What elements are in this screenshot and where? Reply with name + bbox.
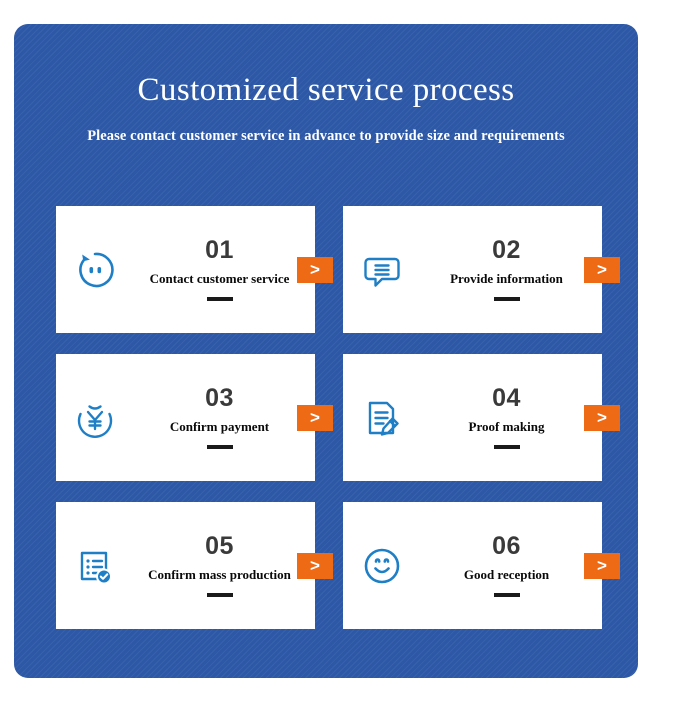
step-card-05[interactable]: 05 Confirm mass production >: [56, 502, 333, 629]
step-next-button[interactable]: >: [584, 552, 620, 579]
step-dash: [493, 444, 520, 449]
step-next-button[interactable]: >: [297, 404, 333, 431]
steps-grid: 01 Contact customer service >: [56, 206, 620, 629]
step-dash: [493, 592, 520, 597]
step-label: Provide information: [450, 271, 563, 287]
yuan-currency-circle-icon: [68, 391, 122, 445]
document-pencil-icon: [355, 391, 409, 445]
step-card-body: 04 Proof making: [411, 354, 602, 481]
step-label: Confirm payment: [169, 419, 270, 435]
step-number: 05: [205, 532, 234, 561]
step-next-button[interactable]: >: [297, 256, 333, 283]
step-card-body: 06 Good reception: [411, 502, 602, 629]
step-card-06[interactable]: 06 Good reception >: [343, 502, 620, 629]
step-number: 06: [492, 532, 521, 561]
step-dash: [206, 444, 233, 449]
steps-row: 01 Contact customer service >: [56, 206, 620, 333]
step-label: Confirm mass production: [148, 567, 291, 583]
checklist-check-badge-icon: [68, 539, 122, 593]
customer-service-face-icon: [68, 243, 122, 297]
page-title: Customized service process: [137, 72, 515, 108]
panel-header: Customized service process Please contac…: [14, 24, 638, 146]
step-card-body: 03 Confirm payment: [124, 354, 315, 481]
step-label: Proof making: [468, 419, 545, 435]
step-card-01[interactable]: 01 Contact customer service >: [56, 206, 333, 333]
step-number: 02: [492, 236, 521, 265]
steps-row: 05 Confirm mass production >: [56, 502, 620, 629]
step-label: Contact customer service: [149, 271, 290, 287]
step-dash: [493, 296, 520, 301]
page-subtitle: Please contact customer service in advan…: [87, 128, 565, 145]
step-dash: [206, 592, 233, 597]
step-card-body: 02 Provide information: [411, 206, 602, 333]
step-number: 04: [492, 384, 521, 413]
step-dash: [206, 296, 233, 301]
step-number: 01: [205, 236, 234, 265]
step-card-body: 01 Contact customer service: [124, 206, 315, 333]
step-next-button[interactable]: >: [584, 404, 620, 431]
service-process-panel: Customized service process Please contac…: [14, 24, 638, 678]
step-card-04[interactable]: 04 Proof making >: [343, 354, 620, 481]
step-next-button[interactable]: >: [584, 256, 620, 283]
step-card-02[interactable]: 02 Provide information >: [343, 206, 620, 333]
step-next-button[interactable]: >: [297, 552, 333, 579]
speech-bubble-lines-icon: [355, 243, 409, 297]
step-card-03[interactable]: 03 Confirm payment >: [56, 354, 333, 481]
step-card-body: 05 Confirm mass production: [124, 502, 315, 629]
step-label: Good reception: [463, 567, 550, 583]
smiley-face-icon: [355, 539, 409, 593]
steps-row: 03 Confirm payment >: [56, 354, 620, 481]
step-number: 03: [205, 384, 234, 413]
